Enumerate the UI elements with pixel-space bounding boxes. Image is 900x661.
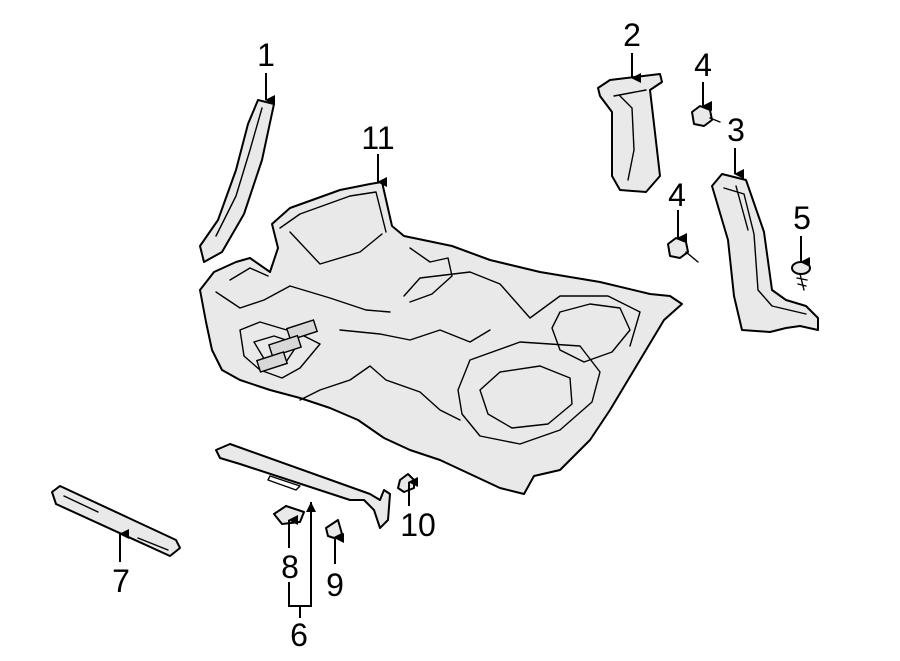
- callout-4a: 4: [694, 47, 712, 83]
- callout-2: 2: [623, 17, 641, 53]
- floor-carpet: [199, 181, 683, 495]
- push-clip: [791, 261, 811, 291]
- callout-8: 8: [281, 549, 299, 585]
- callout-4b: 4: [668, 177, 686, 213]
- callout-5: 5: [793, 200, 811, 236]
- callout-11: 11: [361, 120, 394, 156]
- callout-6: 6: [290, 617, 308, 653]
- b-pillar-lower-trim: [711, 173, 819, 333]
- callout-9: 9: [326, 567, 344, 603]
- callout-7: 7: [112, 563, 130, 599]
- sill-plate: [215, 443, 391, 529]
- screw-fastener-lower: [667, 237, 699, 263]
- callout-3: 3: [727, 112, 745, 148]
- callout-10: 10: [400, 507, 436, 543]
- screw-fastener-upper: [691, 105, 721, 127]
- callout-1: 1: [257, 37, 275, 73]
- retainer-clip: [397, 473, 415, 493]
- b-pillar-upper-trim: [597, 73, 663, 193]
- end-cap: [325, 519, 343, 539]
- step-plate: [51, 485, 181, 557]
- a-pillar-trim: [199, 99, 275, 263]
